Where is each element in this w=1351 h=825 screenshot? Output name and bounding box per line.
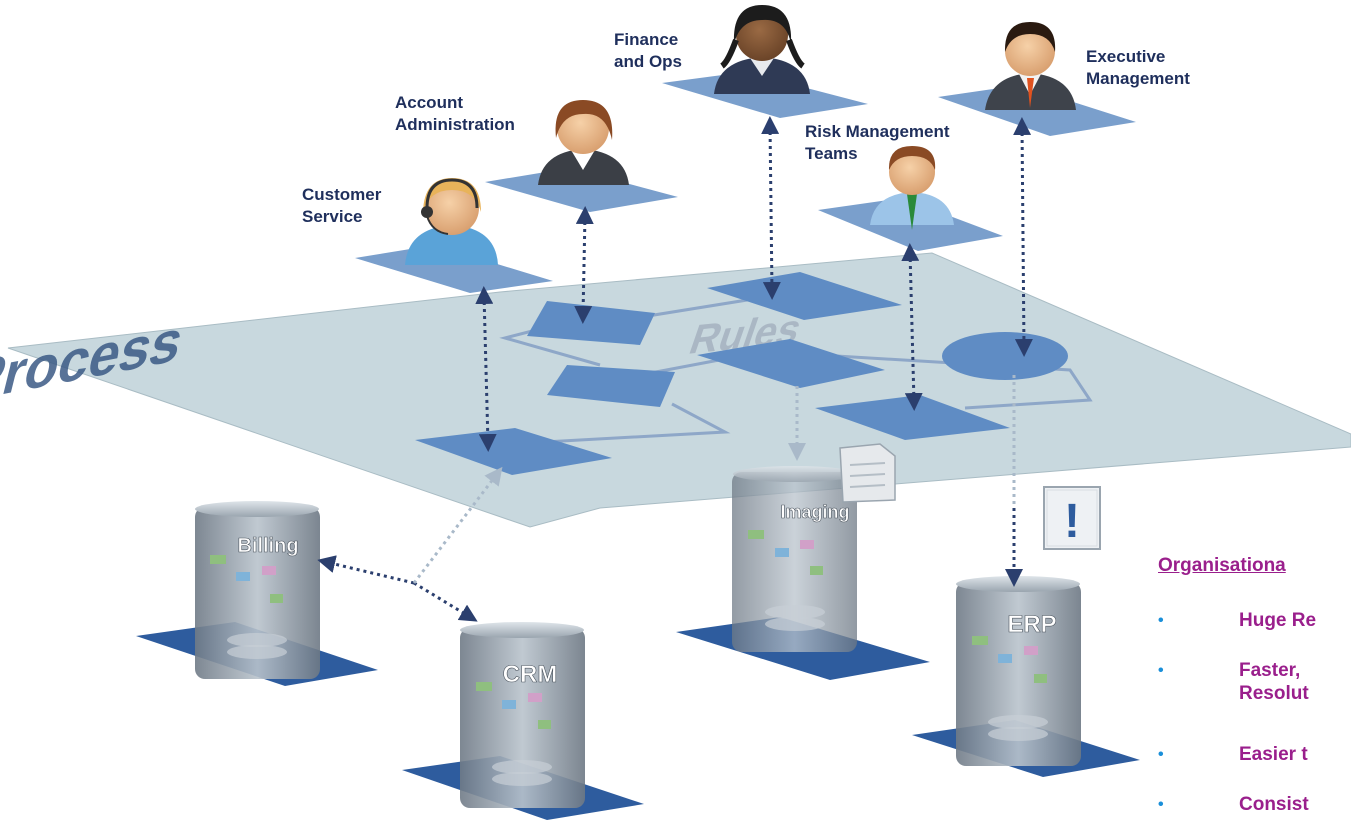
role-label-executive-management: Executive Management [1086,47,1190,88]
connectors [317,116,1033,622]
role-label-risk-management: Risk Management Teams [805,122,950,163]
rules-node-executive [942,332,1068,380]
document-icon [839,443,896,503]
person-icon-executive-management [985,22,1076,110]
server-imaging: Imaging [732,466,857,652]
server-billing: Billing [195,501,320,679]
process-shapes [415,272,1068,475]
person-icon-risk-management [870,146,954,230]
server-label-erp: ERP [1007,611,1056,638]
connector-executive-management [1013,117,1033,357]
platform-executive-management [938,85,1136,136]
server-label-billing: Billing [237,535,298,557]
connector-finance-and-ops [761,116,781,300]
platform-finance-and-ops [662,72,868,118]
connectors-faint [412,375,1016,584]
connector-billing [317,555,415,585]
benefits-panel: Organisationa • Huge Re • Faster, Resolu… [1158,555,1351,815]
benefit-text: Faster, Resolut [1239,660,1309,704]
process-plane [7,252,1351,528]
role-label-customer-service: Customer Service [302,185,382,226]
bullet-icon: • [1158,796,1164,813]
connector-account-administration [574,206,594,324]
process-step-middle [697,339,885,388]
benefit-text: Huge Re [1239,610,1317,631]
platform-customer-service [355,245,553,293]
server-crm: CRM [460,622,585,808]
process-decision-lower [547,365,675,407]
connector-billing-crm-up [412,466,503,584]
bullet-icon: • [1158,662,1164,679]
bullet-icon: • [1158,612,1164,629]
connector-crm [413,581,478,622]
bullet-icon: • [1158,746,1164,763]
person-icon-customer-service [405,178,498,265]
person-icon-account-administration [538,100,629,185]
platform-account-administration [485,168,678,212]
alert-symbol: ! [1064,495,1080,548]
role-label-account-administration: Account Administration [395,93,515,134]
process-step-customer [415,428,612,475]
role-label-finance-and-ops: Finance and Ops [614,30,683,71]
alert-icon: ! [1043,486,1101,550]
server-erp: ERP [956,576,1081,766]
server-label-imaging: Imaging [780,502,849,522]
server-label-crm: CRM [503,661,558,688]
process-step-risk [815,395,1010,440]
process-step-finance [707,272,902,320]
person-icon-finance-and-ops [714,5,810,94]
benefit-text: Easier t [1239,744,1308,765]
benefit-text: Consist [1239,794,1309,815]
benefits-title: Organisationa [1158,555,1286,576]
